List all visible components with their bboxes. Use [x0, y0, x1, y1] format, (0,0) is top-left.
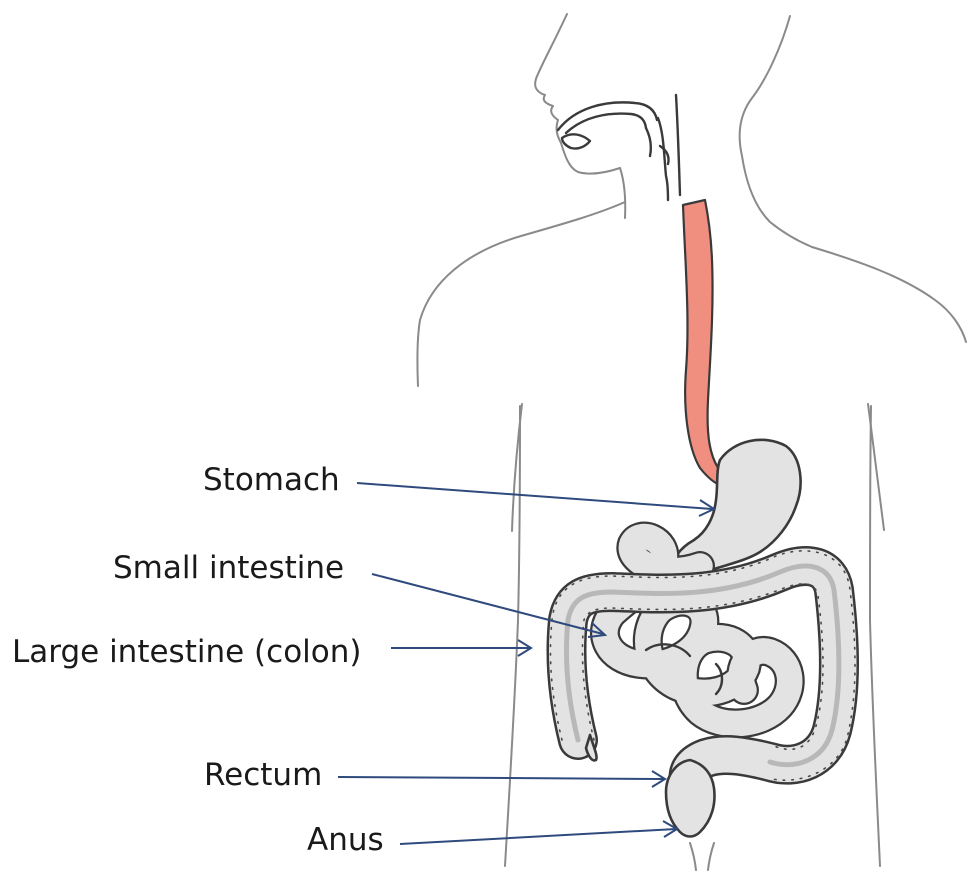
- tongue: [562, 134, 590, 148]
- label-rectum-group: Rectum: [204, 757, 665, 793]
- back-of-head-neck: [740, 16, 812, 247]
- mouth-pharynx: [558, 95, 680, 200]
- head-profile: [535, 14, 620, 174]
- pointer-rectum: [338, 777, 664, 779]
- left-shoulder: [417, 202, 625, 386]
- right-shoulder: [812, 247, 966, 342]
- jaw-line: [620, 168, 625, 218]
- label-large-intestine-group: Large intestine (colon): [12, 634, 531, 670]
- label-anus: Anus: [307, 822, 384, 858]
- label-stomach-group: Stomach: [203, 462, 714, 516]
- label-anus-group: Anus: [307, 821, 677, 858]
- label-rectum: Rectum: [204, 757, 322, 793]
- leg-split-left: [690, 843, 696, 870]
- throat-front: [658, 118, 668, 200]
- palate-inner: [566, 114, 646, 133]
- pointer-stomach: [357, 483, 712, 509]
- uvula: [646, 128, 651, 156]
- label-stomach: Stomach: [203, 462, 340, 498]
- label-small-intestine: Small intestine: [113, 550, 344, 586]
- rectum: [666, 760, 714, 837]
- upper-palate: [558, 102, 657, 130]
- leg-split-right: [708, 843, 714, 870]
- large-intestine: [550, 551, 855, 784]
- left-torso-side: [505, 406, 520, 866]
- label-small-intestine-group: Small intestine: [113, 550, 605, 637]
- pointer-anus: [400, 829, 676, 844]
- label-large-intestine: Large intestine (colon): [12, 634, 361, 670]
- throat-back: [676, 95, 680, 195]
- right-torso-side: [870, 406, 880, 866]
- esophagus: [683, 200, 722, 486]
